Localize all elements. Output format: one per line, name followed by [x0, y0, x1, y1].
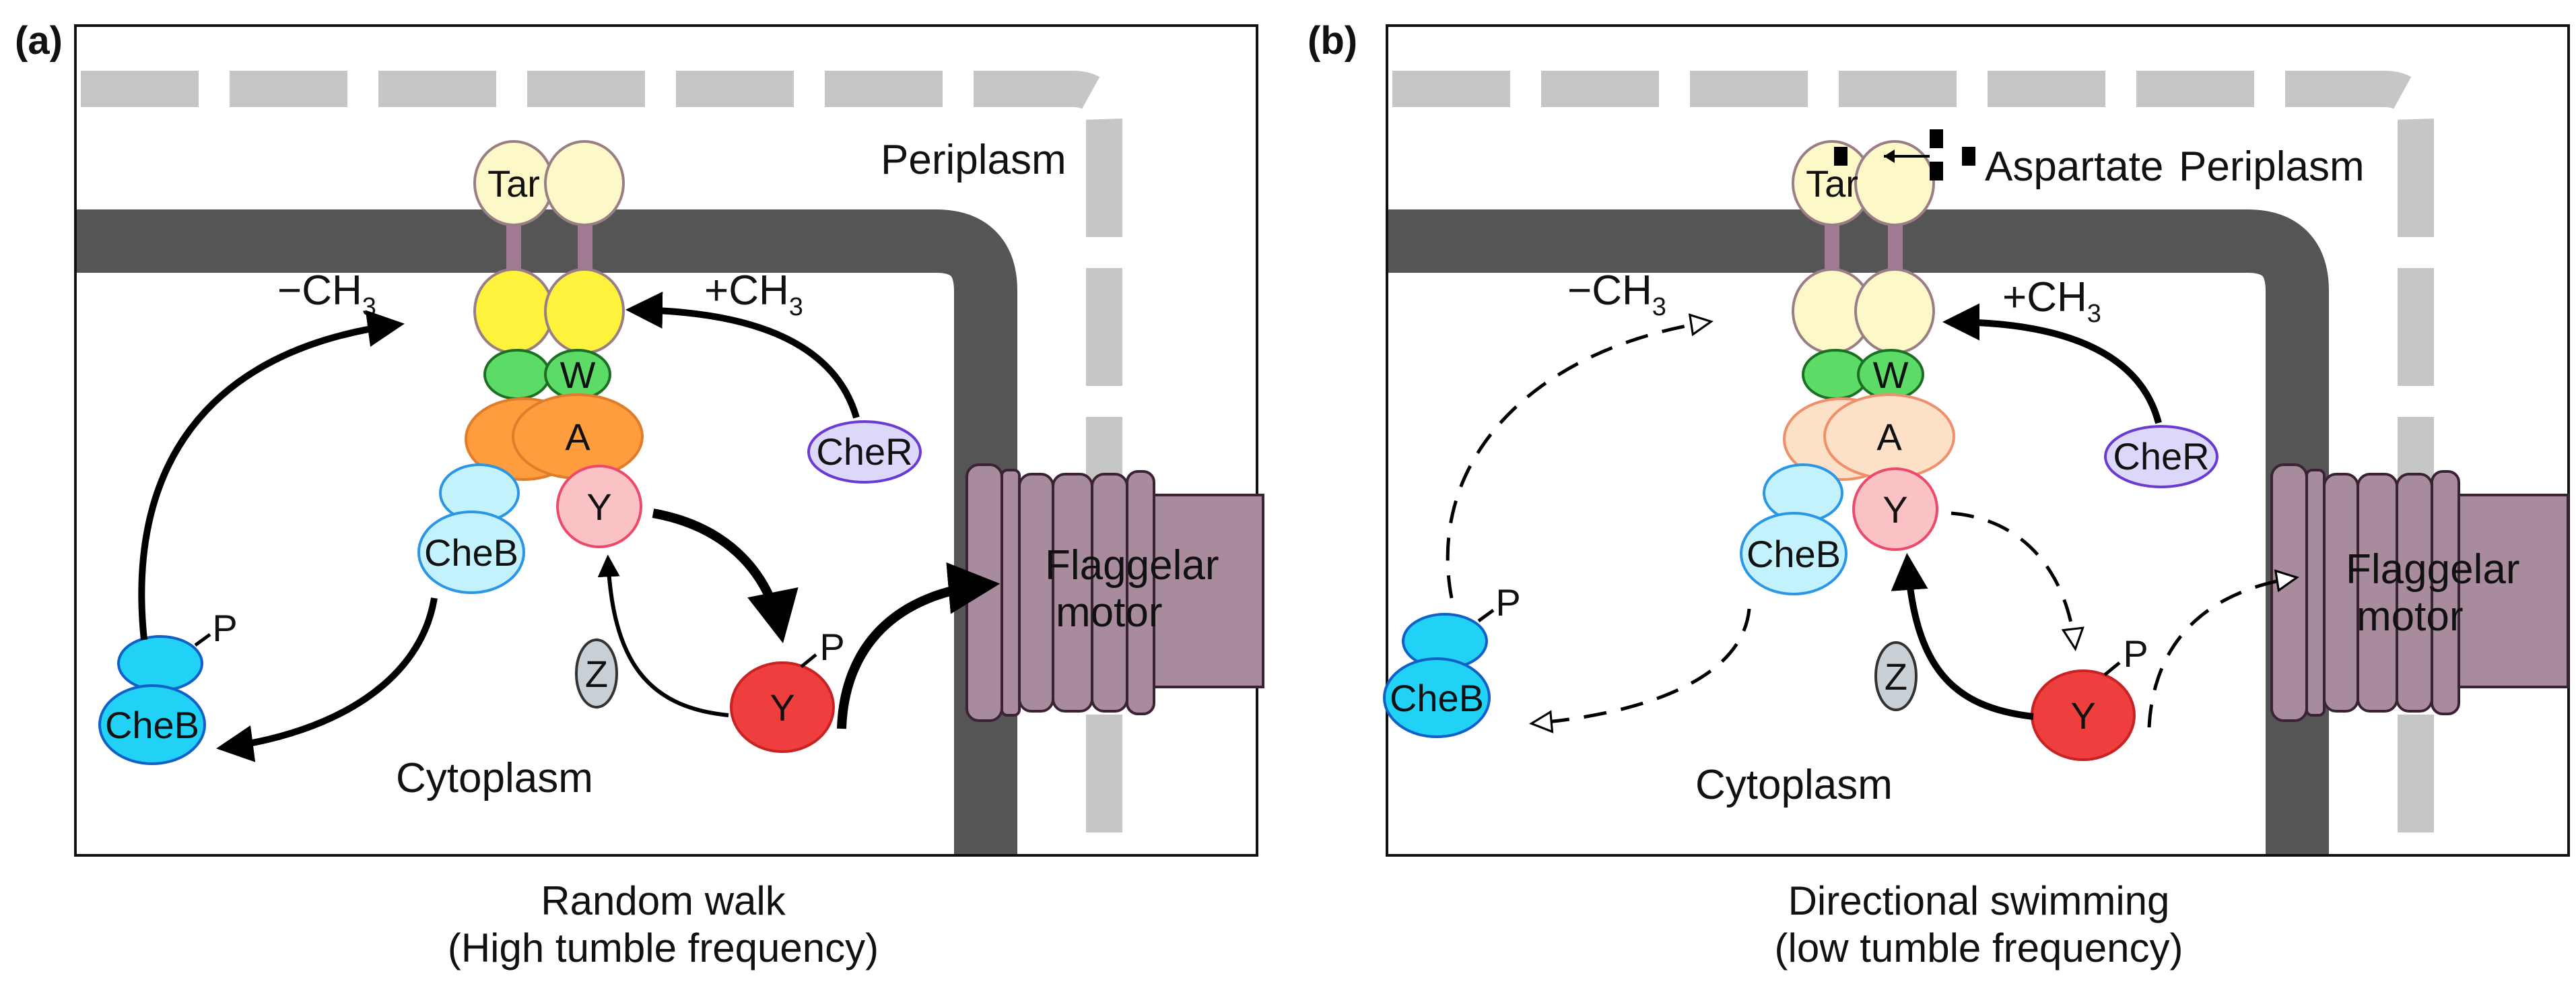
chey-p	[730, 661, 835, 753]
periplasm-label: Periplasm	[881, 137, 1066, 183]
cheb-light	[417, 511, 525, 594]
phospho-bond	[194, 632, 211, 647]
plus-ch3-label: +CH3	[2002, 274, 2101, 328]
arrow-cheb-demethylation	[1446, 322, 1709, 599]
cher	[2104, 425, 2218, 488]
receptor-stalk	[578, 207, 592, 283]
tar-receptor-right	[544, 140, 625, 226]
receptor-stalk	[1888, 207, 1903, 283]
caption-line-2: (low tumble frequency)	[1775, 925, 2183, 971]
cytoplasm-label: Cytoplasm	[1695, 762, 1893, 808]
arrow-cheb-demethylation	[138, 310, 405, 640]
caption-line-1: Directional swimming	[1788, 878, 2170, 923]
panel-letter: (a)	[15, 19, 63, 63]
motor-label-2: motor	[1056, 589, 1162, 636]
flagellar-motor: Flaggelar motor	[2270, 463, 2569, 722]
caption-line-2: (High tumble frequency)	[448, 925, 879, 971]
chez-label: Z	[585, 653, 608, 695]
chey	[556, 465, 642, 548]
receptor-cyto-right	[1854, 268, 1935, 354]
cheb-light	[1740, 512, 1848, 595]
aspartate-label: Aspartate	[1985, 143, 2163, 190]
phospho-label: P	[212, 607, 237, 649]
arrow-chey-phosphorylation	[1951, 511, 2075, 647]
chea-label: A	[565, 416, 590, 458]
chebp	[1383, 657, 1491, 738]
cheb-label: CheB	[424, 531, 518, 574]
receptor-cyto-left	[473, 268, 554, 354]
cher	[807, 420, 922, 484]
receptor-stalk	[1825, 207, 1839, 283]
receptor-cyto-right	[544, 268, 625, 354]
motor-label-1: Flaggelar	[2346, 546, 2519, 593]
motor-label-1: Flaggelar	[1045, 542, 1219, 589]
cytoplasm-label: Cytoplasm	[396, 755, 593, 801]
chebp	[98, 684, 206, 765]
chey-p-label: Y	[770, 686, 794, 729]
chey-label: Y	[586, 486, 611, 528]
tar-receptor-right	[1854, 140, 1935, 226]
chez-label: Z	[1885, 655, 1907, 698]
arrow-cher-methylation	[1942, 303, 2162, 424]
phospho-label: P	[1495, 581, 1520, 624]
chebp-top	[117, 635, 203, 692]
arrow-chez-dephosphorylation	[597, 554, 729, 717]
phospho-label: P	[819, 626, 844, 668]
chey-p-label: Y	[2070, 694, 2095, 737]
cell-frame	[1386, 24, 2570, 857]
tar-label: Tar	[487, 162, 540, 205]
panel-a: (a) Tar W A CheB Y	[15, 19, 1264, 971]
inner-membrane	[77, 209, 1017, 854]
minus-ch3-label: −CH3	[277, 267, 376, 321]
periplasm-label: Periplasm	[2179, 143, 2365, 190]
receptor-stalk	[506, 207, 521, 283]
outer-membrane	[81, 71, 1122, 854]
minus-ch3-label: −CH3	[1567, 267, 1666, 321]
chez	[575, 638, 618, 709]
cher-label: CheR	[816, 430, 912, 473]
chew-label: W	[560, 354, 596, 396]
chew-left	[483, 349, 551, 400]
caption-line-1: Random walk	[541, 878, 786, 923]
phospho-bond	[2103, 661, 2121, 676]
arrow-cher-methylation	[625, 292, 860, 419]
phospho-bond	[1477, 608, 1495, 623]
panel-letter: (b)	[1308, 19, 1357, 63]
arrow-chey-phosphorylation	[652, 508, 799, 644]
chew-label: W	[1873, 354, 1909, 396]
cheb-label: CheB	[1747, 533, 1841, 575]
inner-membrane	[1388, 209, 2329, 854]
chea-label: A	[1876, 416, 1902, 458]
phospho-label: P	[2123, 632, 2148, 675]
chebp-label: CheB	[1390, 677, 1484, 719]
arrow-chez-dephosphorylation	[1891, 553, 2034, 720]
chey-label: Y	[1883, 488, 1907, 531]
cell-frame	[74, 24, 1258, 857]
chebp-label: CheB	[105, 704, 199, 746]
arrow-cheyp-to-motor	[2147, 578, 2295, 728]
outer-membrane	[1392, 71, 2434, 854]
plus-ch3-label: +CH3	[704, 267, 803, 321]
chez	[1874, 641, 1918, 711]
arrow-cheb-phosphorylation	[216, 597, 438, 762]
panel-b: (b) Tar Aspartate W A	[1308, 19, 2570, 971]
flagellar-motor: Flaggelar motor	[965, 463, 1264, 722]
phospho-bond	[800, 653, 817, 668]
motor-label-2: motor	[2357, 593, 2463, 640]
chey	[1852, 467, 1938, 551]
aspartate-molecules	[1834, 129, 1975, 180]
arrow-cheyp-to-motor	[837, 562, 1001, 729]
cher-label: CheR	[2113, 435, 2209, 478]
tar-label: Tar	[1806, 162, 1858, 205]
